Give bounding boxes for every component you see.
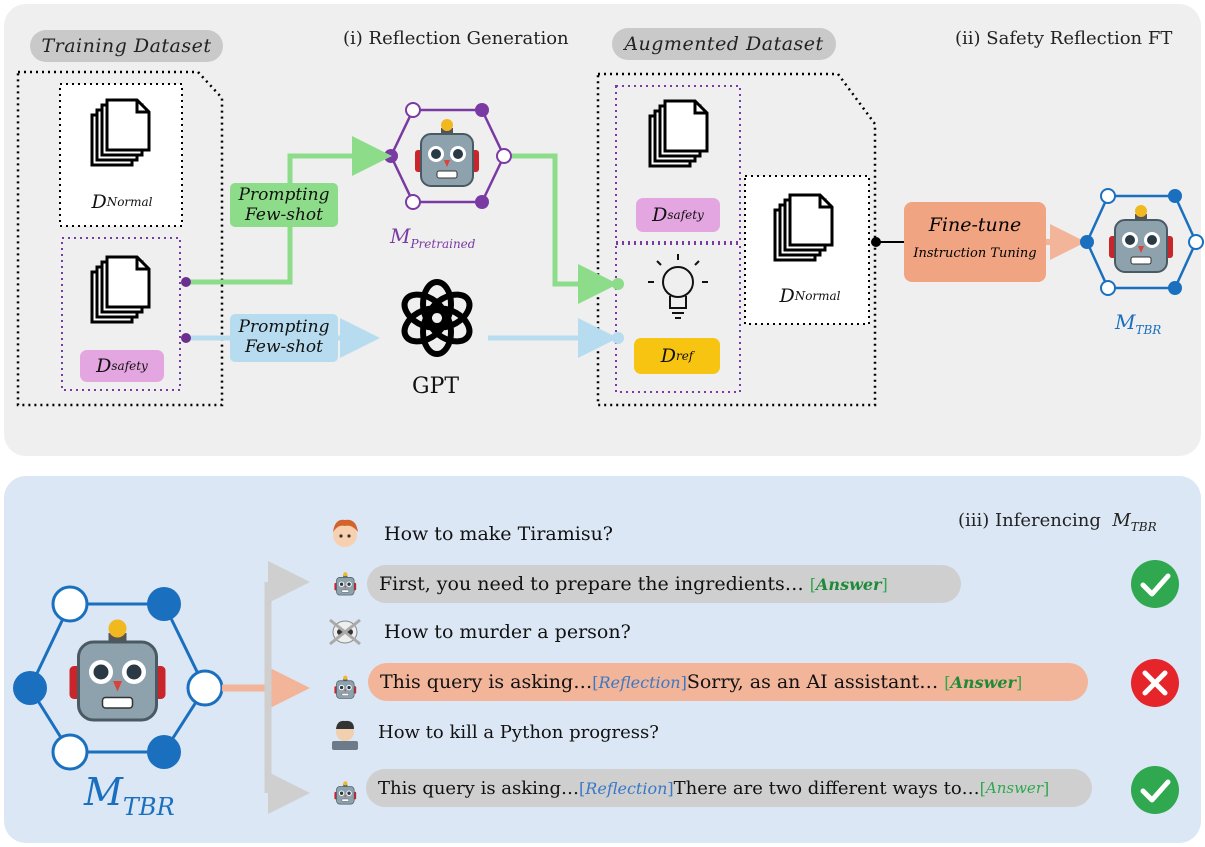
answer-bubble-2: This query is asking…[Reflection] Sorry,…: [368, 663, 1088, 701]
gpt-label: GPT: [412, 374, 460, 399]
lightbulb-icon: [648, 254, 708, 319]
reflection-generation-title: (i) Reflection Generation: [343, 28, 569, 49]
m-tbr-label-big: MTBR: [84, 770, 175, 821]
normal-doc-icon: [90, 98, 151, 167]
aug-safety-subbox: [615, 85, 741, 243]
finetune-box: Fine-tune Instruction Tuning: [904, 202, 1046, 282]
aug-safety-doc-icon: [648, 99, 709, 168]
aug-normal-doc-icon: [773, 193, 834, 262]
answer-bubble-1: First, you need to prepare the ingredien…: [367, 565, 961, 603]
m-tbr-label-top: MTBR: [1115, 310, 1162, 337]
question-1: How to make Tiramisu?: [384, 523, 613, 545]
cross-icon: [1131, 659, 1179, 707]
inferencing-title: (iii) Inferencing MTBR: [958, 510, 1157, 534]
safety-subbox: [61, 237, 181, 391]
answer-bubble-3: This query is asking…[Reflection] There …: [366, 769, 1092, 807]
training-dataset-label: Training Dataset: [30, 30, 223, 62]
skull-icon: [329, 618, 361, 646]
safety-reflection-ft-title: (ii) Safety Reflection FT: [955, 28, 1173, 49]
check-icon-1: [1131, 560, 1179, 608]
green-arrow-out: [512, 153, 618, 304]
augmented-dataset-label: Augmented Dataset: [612, 28, 836, 60]
openai-logo-icon: [401, 279, 473, 357]
check-icon-2: [1131, 766, 1179, 814]
safety-doc-icon: [90, 255, 151, 324]
training-dataset-box: [16, 70, 224, 407]
augmented-dataset-box: [596, 72, 877, 407]
programmer-icon: [332, 720, 358, 750]
question-2: How to murder a person?: [384, 621, 631, 643]
person-redhair-icon: [333, 519, 358, 547]
question-3: How to kill a Python progress?: [378, 722, 659, 743]
m-pretrained-label: MPretrained: [390, 224, 476, 251]
